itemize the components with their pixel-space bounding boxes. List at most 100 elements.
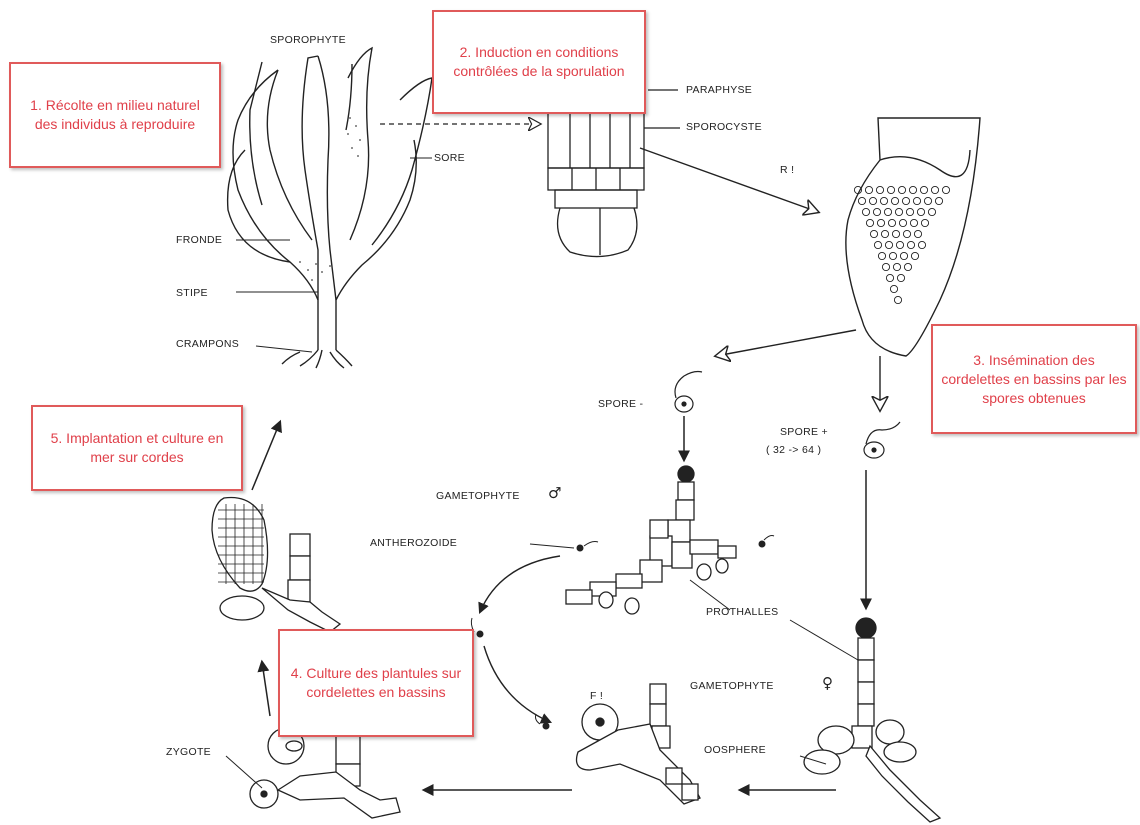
spore-cell (913, 197, 920, 204)
male-gametophyte-drawing (566, 466, 736, 614)
spore-cell (914, 230, 921, 237)
arrow-to-young-sporophyte (262, 662, 270, 716)
spore-cell (911, 252, 918, 259)
female-gametophyte-drawing (804, 618, 940, 822)
spore-cell (874, 241, 881, 248)
fertilization-drawing (577, 684, 701, 804)
spore-cell (880, 197, 887, 204)
label-spore-plus: SPORE + (780, 426, 828, 438)
spore-cell (888, 219, 895, 226)
label-f1: F ! (590, 690, 603, 702)
step-3-text: 3. Insémination des cordelettes en bassi… (941, 351, 1127, 408)
label-oosphere: OOSPHERE (704, 744, 766, 756)
label-gametophyte-male: GAMETOPHYTE (436, 490, 520, 502)
spore-cell (870, 230, 877, 237)
label-sporophyte: SPOROPHYTE (270, 34, 346, 46)
spore-cell (892, 230, 899, 237)
spore-cell (890, 285, 897, 292)
spore-cell (903, 230, 910, 237)
label-zygote: ZYGOTE (166, 746, 211, 758)
spore-cell (917, 208, 924, 215)
step-1-text: 1. Récolte en milieu naturel des individ… (19, 96, 211, 134)
spore-plus-drawing (864, 422, 900, 458)
step-4-text: 4. Culture des plantules sur cordelettes… (288, 664, 464, 702)
sporophyte-drawing (228, 48, 432, 368)
antherozoide-leader (530, 544, 574, 548)
arrow-antherozoid-to-egg (480, 556, 560, 612)
sporocyst-spores (854, 186, 949, 303)
spore-cell (900, 252, 907, 259)
zygote-drawing (250, 728, 400, 818)
young-sporophyte-drawing (212, 497, 340, 632)
label-r1: R ! (780, 164, 794, 176)
spore-cell (904, 263, 911, 270)
spore-cell (882, 263, 889, 270)
step-1-box: 1. Récolte en milieu naturel des individ… (9, 62, 221, 168)
spore-cell (891, 197, 898, 204)
step-3-box: 3. Insémination des cordelettes en bassi… (931, 324, 1137, 434)
spore-cell (873, 208, 880, 215)
spore-cell (898, 186, 905, 193)
spore-cell (906, 208, 913, 215)
spore-cell (895, 208, 902, 215)
arrow-egg-to-fertilization (484, 646, 550, 722)
sore-dots (299, 117, 361, 281)
spore-cell (921, 219, 928, 226)
spore-cell (878, 252, 885, 259)
spore-cell (897, 274, 904, 281)
label-fronde: FRONDE (176, 234, 222, 246)
label-sporocyste: SPOROCYSTE (686, 121, 762, 133)
spore-cell (887, 186, 894, 193)
step-5-box: 5. Implantation et culture en mer sur co… (31, 405, 243, 491)
label-paraphyse: PARAPHYSE (686, 84, 752, 96)
spore-cell (924, 197, 931, 204)
spore-cell (896, 241, 903, 248)
prothalles-leader-2 (790, 620, 858, 660)
spore-cell (931, 186, 938, 193)
spore-cell (909, 186, 916, 193)
spore-cell (902, 197, 909, 204)
sporocyst-drawing (846, 118, 980, 356)
spore-cell (885, 241, 892, 248)
arrow-to-sporocyst (640, 148, 818, 212)
sorus-section-drawing (548, 90, 680, 257)
spore-cell (928, 208, 935, 215)
spore-cell (920, 186, 927, 193)
step-2-box: 2. Induction en conditions contrôlées de… (432, 10, 646, 114)
male-symbol: ♂ (548, 484, 561, 502)
spore-cell (866, 219, 873, 226)
spore-cell (881, 230, 888, 237)
label-gametophyte-female: GAMETOPHYTE (690, 680, 774, 692)
label-spore-plus-count: ( 32 -> 64 ) (766, 444, 821, 456)
spore-minus-drawing (675, 372, 702, 413)
spore-cell (918, 241, 925, 248)
spore-cell (935, 197, 942, 204)
spore-cell (884, 208, 891, 215)
label-prothalles: PROTHALLES (706, 606, 778, 618)
label-spore-minus: SPORE - (598, 398, 643, 410)
step-2-text: 2. Induction en conditions contrôlées de… (442, 43, 636, 81)
step-4-box: 4. Culture des plantules sur cordelettes… (278, 629, 474, 737)
label-crampons: CRAMPONS (176, 338, 239, 350)
label-stipe: STIPE (176, 287, 208, 299)
step-5-text: 5. Implantation et culture en mer sur co… (41, 429, 233, 467)
label-antherozoide: ANTHEROZOIDE (370, 537, 457, 549)
arrow-spore-minus (716, 330, 856, 356)
arrow-to-adult-sporophyte (252, 422, 280, 490)
spore-cell (907, 241, 914, 248)
spore-cell (862, 208, 869, 215)
female-symbol: ♀ (822, 674, 833, 692)
spore-cell (893, 263, 900, 270)
zygote-leader (226, 756, 262, 788)
spore-cell (894, 296, 901, 303)
spore-cell (877, 219, 884, 226)
sperm-near-egg (471, 618, 549, 729)
spore-cell (876, 186, 883, 193)
spore-cell (910, 219, 917, 226)
spore-cell (899, 219, 906, 226)
label-sore: SORE (434, 152, 465, 164)
spore-cell (942, 186, 949, 193)
spore-cell (886, 274, 893, 281)
spore-cell (865, 186, 872, 193)
spore-cell (858, 197, 865, 204)
